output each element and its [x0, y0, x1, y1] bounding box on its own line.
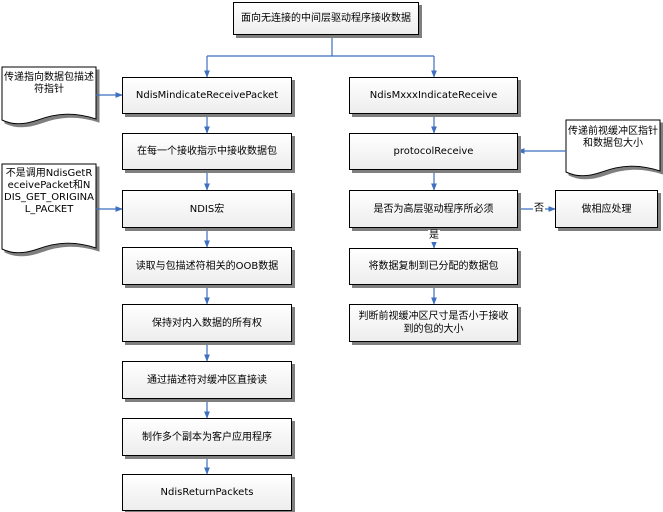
- node-l3: NDIS宏: [122, 190, 292, 228]
- doc-d1: 传递指向数据包描述符指针: [4, 72, 94, 95]
- doc-d2: 不是调用NdisGetReceivePacket和NDIS_GET_ORIGIN…: [4, 168, 94, 215]
- node-r3: 是否为高层驱动程序所必须: [349, 190, 518, 228]
- doc-d3: 传递前视缓冲区指针和数据包大小: [568, 126, 658, 149]
- doc-shape-d2: [1, 163, 97, 254]
- node-side: 做相应处理: [555, 190, 658, 228]
- label-no: 否: [533, 203, 545, 215]
- node-top: 面向无连接的中间层驱动程序接收数据: [233, 2, 419, 35]
- node-r4: 将数据复制到已分配的数据包: [349, 248, 518, 285]
- node-l6: 通过描述符对缓冲区直接读: [122, 361, 292, 399]
- node-r1: NdisMxxxIndicateReceive: [349, 77, 518, 114]
- node-l7: 制作多个副本为客户应用程序: [122, 418, 292, 456]
- node-l5: 保持对内入数据的所有权: [122, 304, 292, 342]
- node-l4: 读取与包描述符相关的OOB数据: [122, 247, 292, 285]
- node-r2: protocolReceive: [349, 133, 518, 170]
- doc-shape-d1: [1, 66, 97, 125]
- doc-shape-d3: [565, 119, 661, 177]
- label-yes: 是: [428, 230, 440, 242]
- node-l8: NdisReturnPackets: [122, 474, 292, 511]
- node-r5: 判断前视缓冲区尺寸是否小于接收到的包的大小: [349, 304, 518, 342]
- node-l1: NdisMindicateReceivePacket: [122, 77, 292, 114]
- node-l2: 在每一个接收指示中接收数据包: [122, 133, 292, 170]
